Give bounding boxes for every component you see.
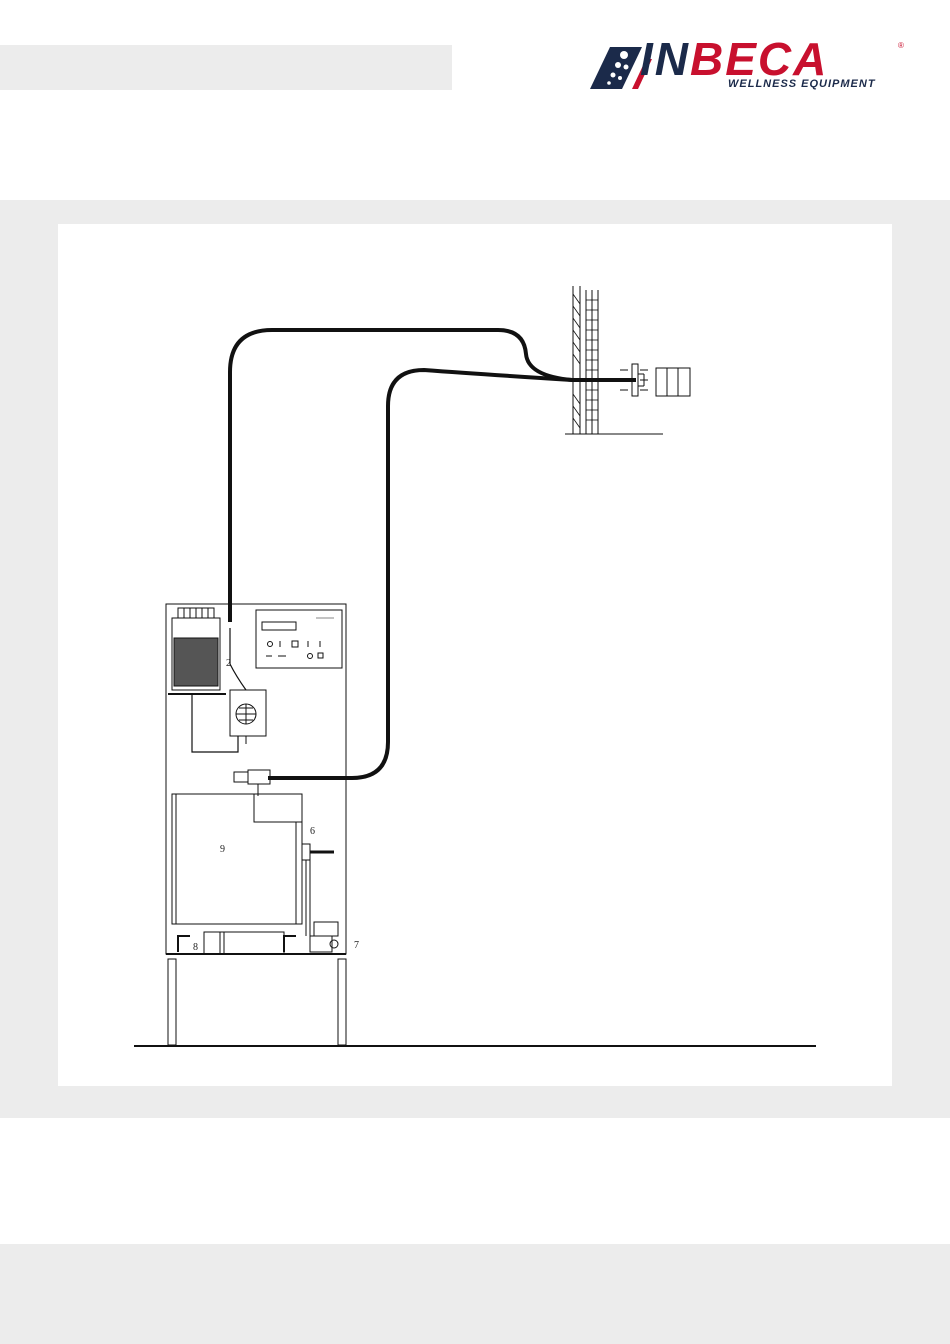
- logo-wordmark: INBECA: [640, 36, 828, 82]
- footer-bar: [0, 1244, 950, 1344]
- inbeca-logo: INBECA ® WELLNESS EQUIPMENT: [580, 40, 910, 95]
- registered-mark: ®: [898, 41, 904, 50]
- wall-section: [565, 286, 663, 434]
- water-inlet-valve: [302, 844, 338, 952]
- generator-frame: [134, 604, 816, 1046]
- header-bar: [0, 45, 452, 90]
- hose-lower: [268, 370, 572, 778]
- callout-2: 2: [226, 658, 231, 669]
- callout-9: 9: [220, 844, 225, 855]
- t-connector: [234, 770, 270, 796]
- callout-7: 7: [354, 940, 359, 951]
- callout-8: 8: [193, 942, 198, 953]
- essence-container: [168, 608, 226, 694]
- steam-boiler: [172, 794, 302, 924]
- hose-upper: [230, 330, 636, 622]
- installation-drawing: 2 6 7 8 9: [58, 224, 892, 1086]
- control-panel: [256, 610, 342, 668]
- installation-diagram: 2 6 7 8 9: [58, 224, 892, 1086]
- callout-6: 6: [310, 826, 315, 837]
- logo-tagline: WELLNESS EQUIPMENT: [728, 78, 876, 90]
